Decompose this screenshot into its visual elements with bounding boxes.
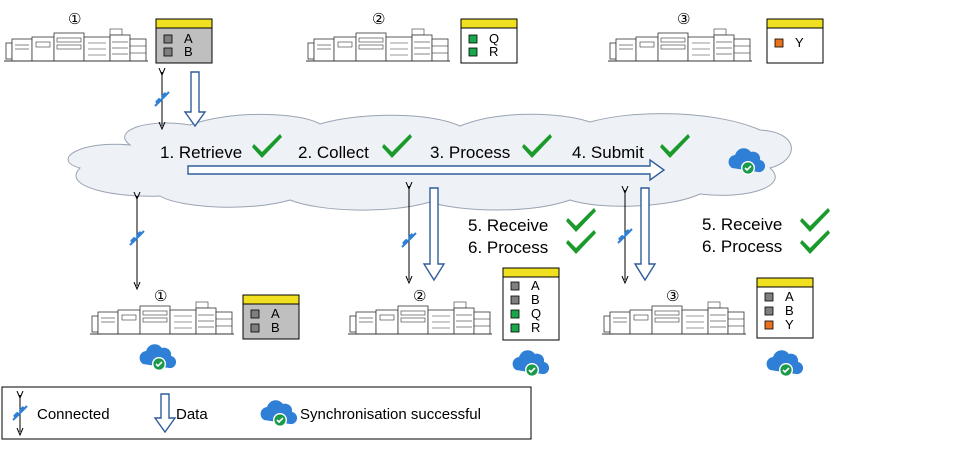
svg-text:Y: Y <box>795 35 804 50</box>
cloud-sync-icon-bottom-2 <box>511 349 550 378</box>
svg-text:A: A <box>531 278 540 293</box>
square-gray <box>163 47 173 57</box>
data-arrow-down-3 <box>633 187 657 282</box>
svg-text:A: A <box>184 31 193 46</box>
panel-bottom-3: A B Y <box>756 277 814 339</box>
step-submit: 4. Submit <box>572 143 644 162</box>
svg-text:B: B <box>184 44 193 59</box>
step-receive-2: 5. Receive <box>468 216 548 235</box>
cloud-shape <box>67 113 792 211</box>
svg-text:Q: Q <box>531 306 541 321</box>
square-orange <box>774 38 784 48</box>
printer-top-2 <box>305 28 451 62</box>
legend-connected: Connected <box>37 406 110 423</box>
panel-bottom-2: A B Q R <box>502 267 560 341</box>
panel-bottom-1: A B <box>242 294 300 340</box>
printer-bottom-3 <box>601 301 747 335</box>
svg-text:Y: Y <box>785 317 794 332</box>
svg-text:Q: Q <box>489 31 499 46</box>
printer-top-1 <box>3 28 149 62</box>
step-collect: 2. Collect <box>298 143 369 162</box>
badge-top-2: ② <box>372 11 385 28</box>
printer-bottom-1 <box>89 301 235 335</box>
check-icon <box>800 208 830 232</box>
square-orange <box>764 320 774 330</box>
svg-text:R: R <box>489 44 498 59</box>
step-retrieve: 1. Retrieve <box>160 143 242 162</box>
connection-bottom-1 <box>128 196 145 286</box>
badge-bottom-1: ① <box>154 288 167 305</box>
panel-top-2: Q R <box>460 18 518 64</box>
data-arrow-down-top <box>183 71 207 128</box>
legend: Connected Data Synchronisation successfu… <box>1 386 532 440</box>
square-green <box>468 47 478 57</box>
step-process-3: 6. Process <box>702 237 782 256</box>
data-arrow-right <box>187 158 666 182</box>
check-icon <box>566 230 596 254</box>
svg-text:B: B <box>531 292 540 307</box>
connection-top-1 <box>153 72 170 126</box>
data-arrow-down-2 <box>422 187 446 282</box>
check-icon <box>566 208 596 232</box>
legend-sync: Synchronisation successful <box>300 406 481 423</box>
square-green <box>510 309 520 319</box>
printer-top-3 <box>607 28 753 62</box>
svg-text:B: B <box>785 303 794 318</box>
svg-text:B: B <box>271 320 280 335</box>
data-arrow-icon <box>153 393 177 434</box>
step-process: 3. Process <box>430 143 510 162</box>
badge-top-1: ① <box>68 11 81 28</box>
connection-bottom-3 <box>616 190 633 280</box>
square-gray <box>250 309 260 319</box>
printer-bottom-2 <box>347 301 493 335</box>
step-receive-3: 5. Receive <box>702 215 782 234</box>
badge-bottom-3: ③ <box>666 288 679 305</box>
svg-text:R: R <box>531 320 540 335</box>
cloud-sync-icon-bottom-1 <box>138 343 177 372</box>
svg-text:A: A <box>271 306 280 321</box>
badge-top-3: ③ <box>677 11 690 28</box>
step-process-2: 6. Process <box>468 238 548 257</box>
panel-top-1: A B <box>155 18 213 64</box>
square-gray <box>764 306 774 316</box>
square-gray <box>510 295 520 305</box>
square-gray <box>163 34 173 44</box>
square-green <box>468 34 478 44</box>
legend-data: Data <box>176 406 208 423</box>
square-gray <box>250 323 260 333</box>
cloud-sync-icon-bottom-3 <box>765 349 804 378</box>
badge-bottom-2: ② <box>413 288 426 305</box>
square-gray <box>764 292 774 302</box>
square-gray <box>510 281 520 291</box>
connection-bottom-2 <box>400 186 417 280</box>
square-green <box>510 323 520 333</box>
panel-top-3: Y <box>766 18 824 64</box>
svg-text:A: A <box>785 289 794 304</box>
check-icon <box>800 230 830 254</box>
